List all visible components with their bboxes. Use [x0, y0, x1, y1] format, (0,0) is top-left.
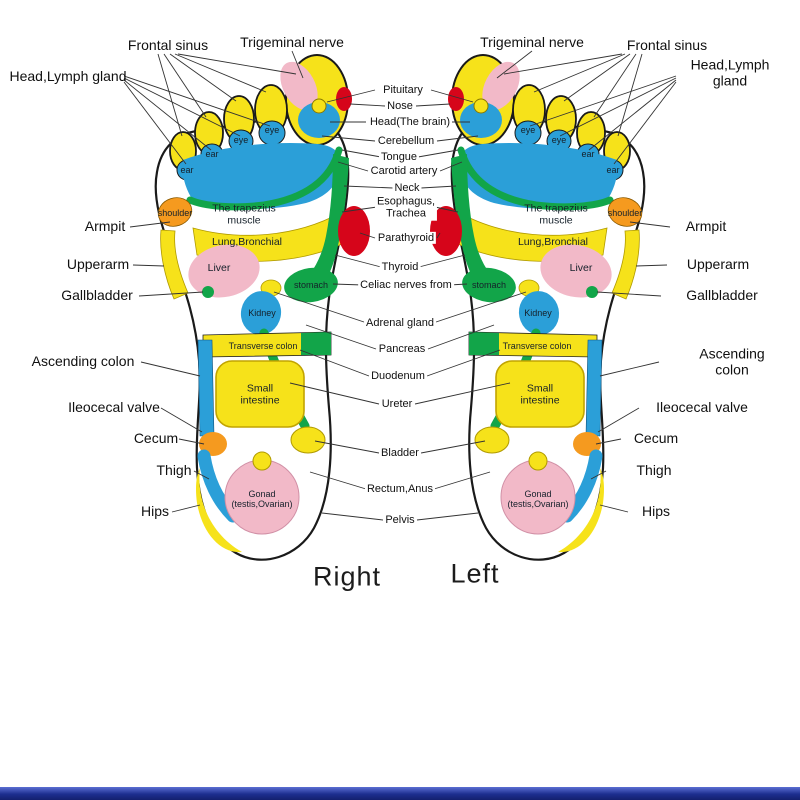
label-head-lymph-right: Head,Lymph gland [690, 56, 770, 88]
label-bladder: Bladder [379, 446, 421, 460]
zone-label-eye-lf-2: eye [520, 124, 536, 135]
zone-label-transverse-lf: Transverse colon [502, 340, 572, 351]
zone-label-ear-rf-2: ear [180, 164, 194, 175]
label-frontal-sinus-right: Frontal sinus [626, 37, 708, 54]
leader-lines [123, 50, 677, 521]
label-parathyroid: Parathyroid [375, 231, 437, 245]
label-cecum-right: Cecum [633, 430, 679, 447]
label-hips-right: Hips [641, 503, 671, 520]
zone-label-eye-rf-2: eye [264, 124, 280, 135]
label-thigh-left: Thigh [156, 462, 192, 479]
zone-label-ear-lf-2: ear [606, 164, 620, 175]
label-trigeminal-nerve-right: Trigeminal nerve [480, 34, 584, 51]
label-esophagus-trachea: Esophagus, Trachea [374, 195, 438, 221]
zone-label-stomach-rf: stomach [293, 279, 329, 290]
label-ascending-colon-left: Ascending colon [31, 353, 135, 370]
zone-label-small-intestine-lf: Small intestine [520, 382, 560, 406]
bottom-blue-bar [0, 787, 800, 800]
label-trigeminal-nerve-left: Trigeminal nerve [240, 34, 344, 51]
zone-label-shoulder-rf: shoulder [157, 207, 193, 218]
label-head-brain: Head(The brain) [367, 115, 453, 129]
zone-label-stomach-lf: stomach [471, 279, 507, 290]
zone-label-eye-rf-1: eye [233, 134, 249, 145]
label-hips-left: Hips [140, 503, 170, 520]
zone-label-small-intestine-rf: Small intestine [240, 382, 280, 406]
label-pituitary: Pituitary [381, 83, 425, 97]
zone-label-liver-rf: Liver [207, 262, 231, 275]
label-armpit-right: Armpit [685, 218, 727, 235]
label-ileocecal-valve-left: Ileocecal valve [68, 399, 160, 416]
zone-label-eye-lf-1: eye [551, 134, 567, 145]
footer-left-foot-label: Left [450, 558, 500, 589]
zone-label-lung-lf: Lung,Bronchial [517, 236, 589, 249]
zone-label-liver-lf: Liver [569, 262, 593, 275]
zone-label-ear-rf-1: ear [205, 148, 219, 159]
label-thigh-right: Thigh [636, 462, 672, 479]
label-ascending-colon-right: Ascending colon [699, 345, 765, 377]
zone-label-gonad-rf: Gonad (testis,Ovarian) [231, 488, 293, 509]
label-head-lymph-left: Head,Lymph gland [9, 68, 127, 85]
zone-label-lung-rf: Lung,Bronchial [211, 236, 283, 249]
label-cerebellum: Cerebellum [375, 134, 437, 148]
label-upperarm-right: Upperarm [686, 256, 750, 273]
label-gallbladder-left: Gallbladder [61, 287, 133, 304]
label-duodenum: Duodenum [369, 369, 427, 383]
zone-label-trapezius-lf: The trapezius muscle [524, 202, 588, 226]
label-frontal-sinus-left: Frontal sinus [127, 37, 209, 54]
label-cecum-left: Cecum [133, 430, 179, 447]
zone-label-shoulder-lf: shoulder [607, 207, 643, 218]
label-pancreas: Pancreas [376, 342, 428, 356]
zone-label-trapezius-rf: The trapezius muscle [212, 202, 276, 226]
zone-label-kidney-lf: Kidney [524, 307, 552, 318]
label-thyroid: Thyroid [379, 260, 421, 274]
zone-label-transverse-rf: Transverse colon [228, 340, 298, 351]
zone-label-gonad-lf: Gonad (testis,Ovarian) [507, 488, 569, 509]
zone-label-kidney-rf: Kidney [248, 307, 276, 318]
label-armpit-left: Armpit [84, 218, 126, 235]
footer-right-foot-label: Right [312, 561, 382, 592]
label-celiac-nerves: Celiac nerves from [358, 278, 454, 292]
label-nose: Nose [385, 99, 415, 113]
label-tongue: Tongue [378, 150, 420, 164]
label-carotid-artery: Carotid artery [368, 164, 440, 178]
label-upperarm-left: Upperarm [66, 256, 130, 273]
label-ureter: Ureter [379, 397, 415, 411]
label-pelvis: Pelvis [383, 513, 417, 527]
label-ileocecal-valve-right: Ileocecal valve [656, 399, 748, 416]
label-gallbladder-right: Gallbladder [686, 287, 758, 304]
label-neck: Neck [392, 181, 422, 195]
label-adrenal-gland: Adrenal gland [364, 316, 436, 330]
label-rectum-anus: Rectum,Anus [364, 482, 436, 496]
zone-label-ear-lf-1: ear [581, 148, 595, 159]
